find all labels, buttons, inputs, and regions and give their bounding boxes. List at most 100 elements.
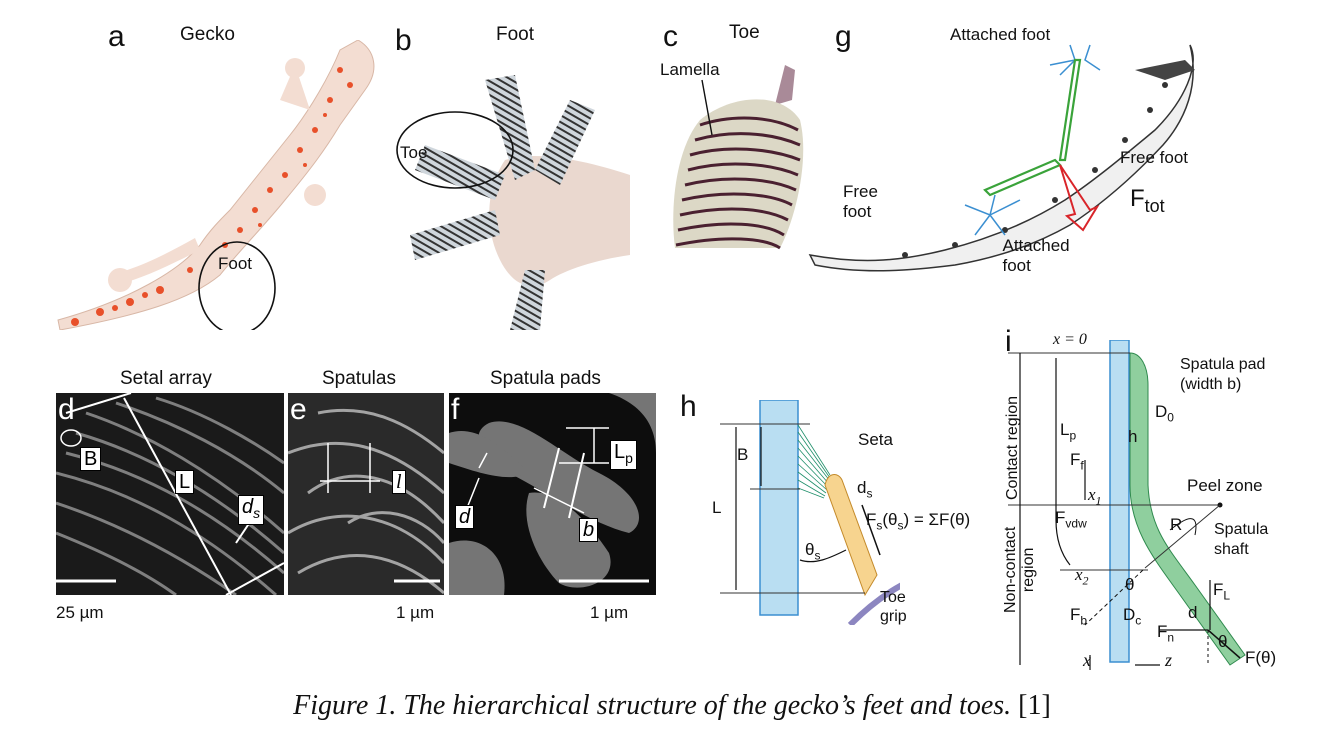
spatula-shaft-line2: shaft (1214, 541, 1249, 558)
ftot-main: F (1130, 185, 1145, 212)
panel-g-attached-foot-top: Attached foot (950, 25, 1051, 44)
x1-main: x (1088, 485, 1096, 504)
x2-sub: 2 (1082, 573, 1089, 588)
gecko-body (57, 40, 375, 330)
radius-R-line (1144, 504, 1221, 569)
i-Lp-main: L (1060, 420, 1070, 439)
spatula-mechanics-diagram (1008, 340, 1246, 670)
panel-f-letter: f (451, 393, 460, 426)
panel-g-ftot-label: Ftot (1130, 185, 1165, 217)
angle-theta-arc (799, 549, 847, 563)
Lp-label: Lp (1060, 420, 1076, 442)
Dc-sub: c (1135, 613, 1142, 628)
gecko-force-diagram (808, 44, 1195, 272)
panel-b-letter: b (395, 24, 412, 57)
toe-illustration (673, 65, 804, 250)
caption-text: Figure 1. The hierarchical structure of … (293, 690, 1012, 721)
d-label: d (1188, 603, 1198, 622)
toe-grip-line1: Toe (880, 589, 906, 606)
x0-label: x = 0 (1053, 331, 1087, 348)
x1-label: x1 (1088, 485, 1102, 508)
thickness-d-arrow (466, 477, 480, 509)
spatulas-image (288, 393, 444, 595)
Fvdw-label: Fvdw (1055, 508, 1087, 530)
spatula-shaft-line1: Spatula (1214, 521, 1269, 538)
seta-diagram (720, 400, 900, 625)
D0-label: D0 (1155, 402, 1174, 424)
panel-c-title: Toe (729, 22, 760, 43)
FL-main: F (1213, 580, 1224, 599)
panel-c-lamella-label: Lamella (660, 60, 720, 79)
h-force-equation: Fs(θs) = ΣF(θ) (866, 510, 971, 533)
FL-sub: L (1223, 588, 1231, 603)
Fb-main: F (1070, 605, 1081, 624)
seta-label: Seta (858, 430, 893, 449)
Lp-arrow (1055, 358, 1071, 566)
panel-g-free-foot-right: Free foot (1120, 148, 1189, 167)
h-thickness-label: h (1128, 427, 1138, 446)
seta-shaft (824, 474, 878, 597)
panel-e-letter: e (290, 393, 307, 426)
gecko-outline (808, 44, 1194, 272)
foot-highlight-circle (198, 241, 276, 330)
x2-main: x (1075, 565, 1083, 584)
x-axis-label: x (1083, 650, 1091, 670)
force-vector-bottom (983, 158, 1062, 197)
wall-i (1109, 340, 1130, 663)
h-theta-label: θs (805, 540, 820, 562)
panel-b-title: Foot (496, 24, 535, 45)
label-d: d (455, 505, 475, 529)
Lp-sub: p (625, 450, 633, 466)
h-theta-sub: s (814, 548, 821, 563)
D0-sub: 0 (1167, 410, 1174, 425)
h-theta-main: θ (805, 540, 815, 559)
toe-grip-surface (847, 582, 900, 625)
attached-bottom-line2: foot (1002, 256, 1031, 275)
force-vector-top (1058, 58, 1082, 162)
label-ds: ds (238, 495, 265, 525)
figure-caption: Figure 1. The hierarchical structure of … (0, 690, 1344, 722)
ftot-sub: tot (1144, 195, 1165, 216)
F-theta-label: F(θ) (1245, 648, 1277, 667)
x1-sub: 1 (1095, 493, 1102, 508)
label-Lp: Lp (610, 440, 637, 470)
ds-sub: s (253, 505, 261, 521)
noncontact-line1: Non-contact (1002, 526, 1019, 613)
panel-c-letter: c (663, 20, 678, 53)
toe-grip-line2: grip (880, 608, 907, 625)
label-l: l (392, 470, 406, 494)
Fb-label: Fb (1070, 605, 1087, 627)
Ff-main: F (1070, 450, 1081, 469)
toe-grip-label: Toe grip (880, 588, 907, 626)
Fn-label: Fn (1157, 622, 1174, 644)
setal-array-image (56, 393, 284, 595)
contact-region-label: Contact region (1004, 395, 1021, 500)
Fn-sub: n (1167, 630, 1175, 645)
panel-a-foot-label: Foot (218, 254, 253, 273)
setae-bristles-bottom (964, 194, 1021, 236)
Fvdw-main: F (1055, 508, 1066, 527)
panel-e-scale: 1 µm (396, 603, 435, 622)
h-ds-label: ds (857, 478, 872, 500)
h-L-label: L (712, 498, 722, 517)
theta2-label: θ (1218, 632, 1228, 651)
spatula-fan (797, 424, 831, 499)
h-B-label: B (737, 445, 749, 464)
panel-d-scale: 25 µm (56, 603, 104, 622)
gecko-illustration (57, 40, 375, 330)
Dc-main: D (1123, 605, 1136, 624)
wall-surface (759, 400, 799, 616)
i-Lp-sub: p (1069, 428, 1077, 443)
peel-zone-label: Peel zone (1187, 476, 1263, 495)
panel-d-letter: d (58, 393, 75, 426)
label-B: B (80, 447, 102, 471)
panel-e-title: Spatulas (322, 368, 396, 389)
force-Fs-arrow (861, 504, 881, 556)
panel-f-title: Spatula pads (490, 368, 601, 389)
panel-f-scale: 1 µm (590, 603, 629, 622)
noncontact-line2: region (1020, 547, 1037, 593)
Ff-label: Ff (1070, 450, 1084, 472)
Fb-sub: b (1080, 613, 1088, 628)
